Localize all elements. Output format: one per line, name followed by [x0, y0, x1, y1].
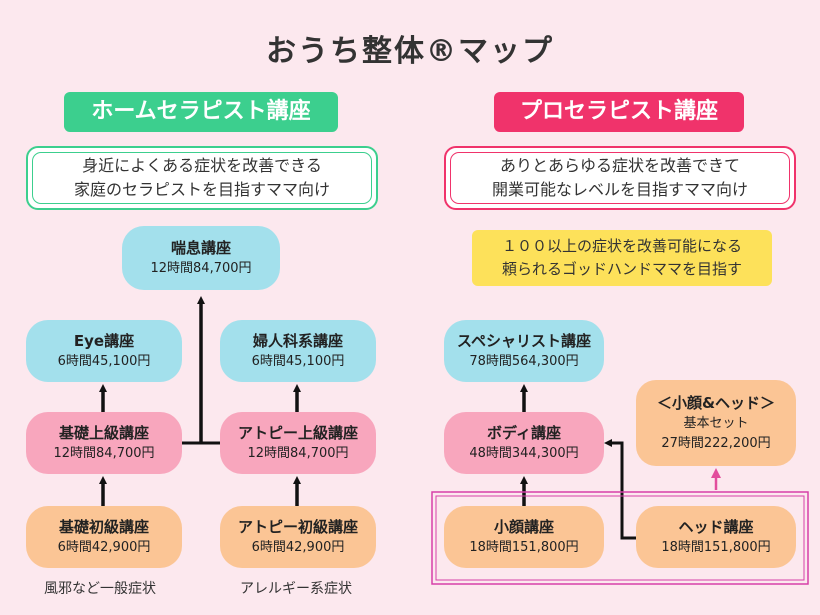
page-title: おうち整体®マップ: [266, 34, 554, 69]
face-head-group-outline-inner: [435, 495, 805, 581]
node-atopy-beginner: アトピー初級講座 6時間42,900円: [220, 506, 376, 568]
node-basic-beginner: 基礎初級講座 6時間42,900円: [26, 506, 182, 568]
node-gynecology-detail: 6時間45,100円: [251, 354, 345, 369]
node-small-face-detail: 18時間151,800円: [469, 540, 579, 555]
pro-goal-line-1: １００以上の症状を改善可能になる: [501, 237, 742, 255]
node-body-detail: 48時間344,300円: [469, 446, 579, 461]
node-specialist-detail: 78時間564,300円: [469, 354, 579, 369]
node-eye: Eye講座 6時間45,100円: [26, 320, 182, 382]
node-small-face: 小顔講座 18時間151,800円: [444, 506, 604, 568]
node-face-head-set-sub: 基本セット: [683, 416, 749, 431]
pro-therapist-heading: プロセラピスト講座: [494, 92, 744, 132]
node-atopy-advanced: アトピー上級講座 12時間84,700円: [220, 412, 376, 474]
footer-allergy-symptoms: アレルギー系症状: [240, 581, 352, 597]
node-face-head-set-detail: 27時間222,200円: [661, 436, 771, 451]
node-atopy-advanced-detail: 12時間84,700円: [247, 446, 349, 461]
node-head-name: ヘッド講座: [678, 518, 754, 536]
home-therapist-heading: ホームセラピスト講座: [64, 92, 338, 132]
node-basic-advanced-name: 基礎上級講座: [58, 424, 149, 442]
node-gynecology-name: 婦人科系講座: [252, 332, 343, 350]
node-basic-beginner-detail: 6時間42,900円: [57, 540, 151, 555]
node-eye-name: Eye講座: [73, 332, 135, 350]
node-face-head-set-name: ＜小顔&ヘッド＞: [656, 394, 776, 412]
arrow-head-to-body: [604, 439, 637, 540]
node-eye-detail: 6時間45,100円: [57, 354, 151, 369]
node-atopy-advanced-name: アトピー上級講座: [237, 424, 358, 442]
pro-goal-line-2: 頼られるゴッドハンドママを目指す: [501, 260, 742, 278]
node-small-face-name: 小顔講座: [493, 518, 554, 536]
node-basic-beginner-name: 基礎初級講座: [58, 518, 149, 536]
node-atopy-beginner-detail: 6時間42,900円: [251, 540, 345, 555]
node-asthma: 喘息講座 12時間84,700円: [122, 226, 280, 290]
node-gynecology: 婦人科系講座 6時間45,100円: [220, 320, 376, 382]
node-basic-advanced-detail: 12時間84,700円: [53, 446, 155, 461]
face-head-group-outline: [431, 491, 809, 585]
node-atopy-beginner-name: アトピー初級講座: [237, 518, 358, 536]
node-basic-advanced: 基礎上級講座 12時間84,700円: [26, 412, 182, 474]
node-head-detail: 18時間151,800円: [661, 540, 771, 555]
node-face-head-set: ＜小顔&ヘッド＞ 基本セット 27時間222,200円: [636, 380, 796, 466]
node-body: ボディ講座 48時間344,300円: [444, 412, 604, 474]
node-head: ヘッド講座 18時間151,800円: [636, 506, 796, 568]
node-specialist: スペシャリスト講座 78時間564,300円: [444, 320, 604, 382]
pro-therapist-description: ありとあらゆる症状を改善できて 開業可能なレベルを目指すママ向け: [444, 146, 796, 210]
footer-general-symptoms: 風邪など一般症状: [44, 581, 156, 597]
node-asthma-name: 喘息講座: [170, 239, 231, 257]
node-specialist-name: スペシャリスト講座: [457, 332, 591, 350]
pro-goal-highlight: １００以上の症状を改善可能になる 頼られるゴッドハンドママを目指す: [472, 230, 772, 286]
node-body-name: ボディ講座: [487, 424, 561, 442]
home-therapist-description: 身近によくある症状を改善できる 家庭のセラピストを目指すママ向け: [26, 146, 378, 210]
node-asthma-detail: 12時間84,700円: [150, 261, 252, 276]
